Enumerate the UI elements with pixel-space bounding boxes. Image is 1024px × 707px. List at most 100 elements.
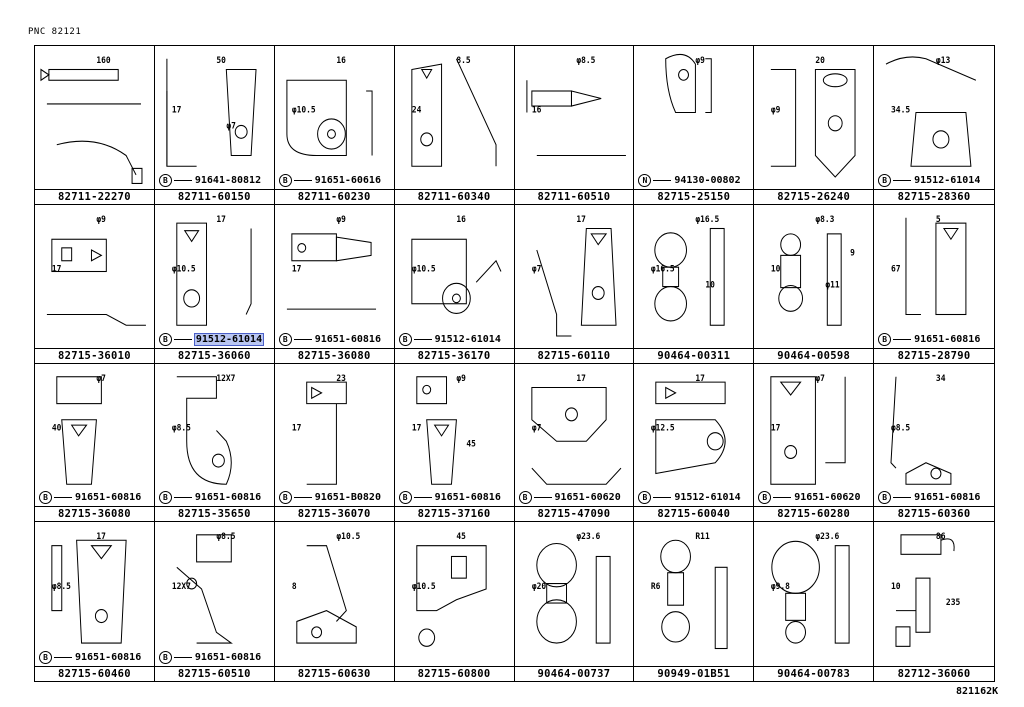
part-number[interactable]: 82711-60150 — [154, 188, 274, 204]
dimension-label: 17 — [576, 372, 586, 382]
dimension-label: 8 — [292, 581, 297, 591]
part-number[interactable]: 82715-60510 — [154, 666, 274, 681]
part-number[interactable]: 82715-60280 — [754, 506, 874, 521]
part-number[interactable]: 82715-60460 — [35, 666, 154, 681]
part-number[interactable]: 82715-60040 — [634, 506, 754, 521]
sub-part-number[interactable]: 91651-60616 — [314, 174, 381, 186]
part-number[interactable]: 82715-36080 — [274, 347, 394, 363]
sub-part-number[interactable]: 91651-60816 — [75, 652, 142, 663]
sub-part-number[interactable]: 91512-61014 — [914, 174, 981, 186]
leader-line — [533, 497, 552, 499]
dimension-label: φ9 — [96, 213, 106, 223]
part-number[interactable]: 82715-28790 — [874, 347, 994, 363]
sub-part-number[interactable]: 91651-60620 — [554, 492, 621, 504]
part-badge-icon: B — [398, 491, 412, 505]
dimension-label: 17 — [216, 213, 226, 223]
part-number[interactable]: 82715-60110 — [514, 347, 634, 363]
part-number[interactable]: 82715-28360 — [874, 188, 994, 204]
part-number[interactable]: 82715-25150 — [634, 188, 754, 204]
sub-part-number[interactable]: 91651-60816 — [434, 492, 501, 504]
sub-part-number[interactable]: 94130-00802 — [674, 174, 741, 186]
sub-part-number[interactable]: 91651-60816 — [914, 333, 981, 345]
dimension-label: φ9 — [336, 213, 346, 223]
part-number[interactable]: 90949-01B51 — [634, 666, 754, 681]
sub-part-number[interactable]: 91651-60816 — [914, 492, 981, 504]
sub-part-number[interactable]: 91512-61014 — [674, 492, 741, 504]
part-number[interactable]: 82711-60340 — [394, 188, 514, 204]
part-number[interactable]: 90464-00311 — [634, 347, 754, 363]
part-number[interactable]: 82712-36060 — [874, 666, 994, 681]
dimension-label: φ10.5 — [411, 263, 435, 273]
part-badge-icon: B — [398, 332, 412, 346]
part-number[interactable]: 82715-60360 — [874, 506, 994, 521]
sub-part-callout[interactable]: N 94130-00802 — [638, 173, 741, 187]
part-number[interactable]: 90464-00598 — [754, 347, 874, 363]
leader-line — [773, 497, 792, 499]
part-number[interactable]: 82715-36080 — [35, 506, 154, 521]
part-number[interactable]: 82715-60630 — [274, 666, 394, 681]
sub-part-number[interactable]: 91651-60816 — [194, 492, 262, 504]
dimension-label: 23 — [336, 372, 346, 382]
dimension-label: φ16.5 — [651, 263, 675, 273]
sub-part-number[interactable]: 91651-B0820 — [314, 492, 381, 504]
sub-part-number[interactable]: 91651-60816 — [314, 333, 381, 345]
dimension-label: φ9.8 — [771, 581, 790, 591]
sub-part-number[interactable]: 91651-60816 — [194, 652, 262, 663]
dimension-label: 34 — [936, 372, 946, 382]
dimension-label: φ9 — [771, 104, 781, 114]
sub-part-number[interactable]: 91512-61014 — [193, 332, 265, 346]
part-number[interactable]: 82715-37160 — [394, 506, 514, 521]
dimension-label: φ8.5 — [216, 531, 235, 541]
dimension-label: 17 — [96, 531, 106, 541]
part-cell: 20 φ9 82715-26240 — [754, 46, 875, 205]
dimension-label: φ23.6 — [576, 531, 600, 541]
dimension-label: φ10.5 — [292, 104, 316, 114]
part-number[interactable]: 90464-00737 — [514, 666, 634, 681]
part-badge-icon: N — [638, 173, 652, 187]
part-number[interactable]: 82715-47090 — [514, 506, 634, 521]
part-number[interactable]: 82715-26240 — [754, 188, 874, 204]
part-number[interactable]: 82711-22270 — [35, 188, 154, 204]
part-number[interactable]: 82715-36170 — [394, 347, 514, 363]
dimension-label: 67 — [891, 263, 901, 273]
part-number[interactable]: 82711-60510 — [514, 188, 634, 204]
dimension-label: 8.5 — [456, 55, 470, 65]
sub-part-number[interactable]: 91512-61014 — [434, 333, 501, 345]
part-number[interactable]: 82711-60230 — [274, 188, 394, 204]
part-number[interactable]: 82715-36010 — [35, 347, 154, 363]
sub-part-callout[interactable]: B 91651-60816 — [398, 491, 501, 505]
sub-part-callout[interactable]: B 91512-61014 — [398, 332, 501, 346]
part-number[interactable]: 82715-60800 — [394, 666, 514, 681]
dimension-label: 20 — [816, 55, 826, 65]
sub-part-number[interactable]: 91651-60816 — [75, 492, 142, 504]
dimension-label: 17 — [172, 104, 182, 114]
sub-part-number[interactable]: 91651-60620 — [794, 492, 861, 504]
part-number[interactable]: 90464-00783 — [754, 666, 874, 681]
part-number[interactable]: 82715-35650 — [154, 506, 274, 521]
part-number[interactable]: 82715-36060 — [154, 347, 274, 363]
part-number[interactable]: 82715-36070 — [274, 506, 394, 521]
sub-part-number[interactable]: 91641-80812 — [194, 174, 262, 186]
